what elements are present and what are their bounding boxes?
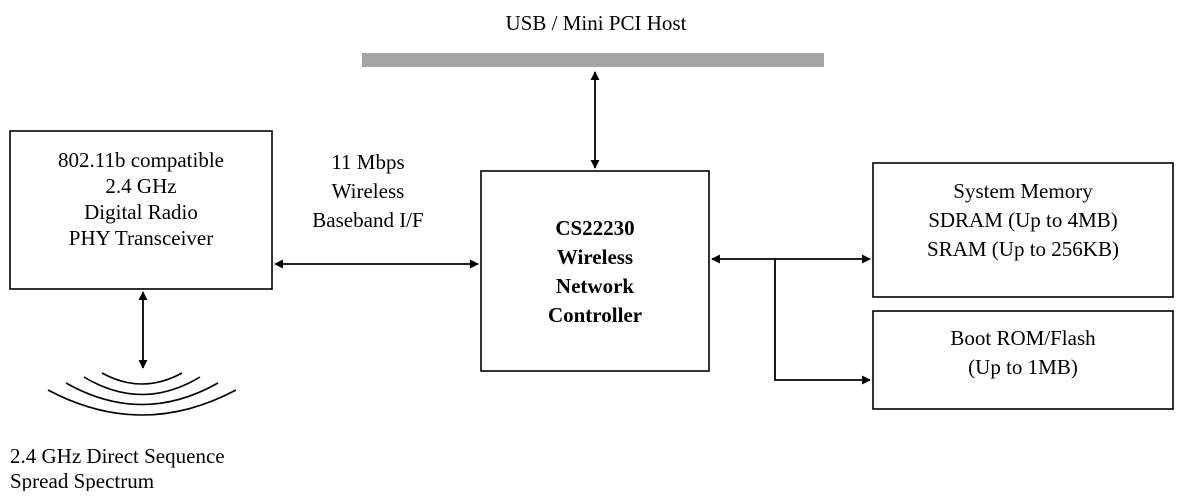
controller-line-3: Network	[556, 274, 634, 298]
antenna-caption-line-1: 2.4 GHz Direct Sequence	[10, 444, 225, 468]
controller-line-1: CS22230	[555, 216, 634, 240]
boot-line-2: (Up to 1MB)	[968, 355, 1078, 379]
phy-line-1: 802.11b compatible	[58, 148, 224, 172]
host-bus-label: USB / Mini PCI Host	[506, 11, 687, 35]
phy-line-3: Digital Radio	[84, 200, 198, 224]
system-memory-box	[872, 162, 1174, 298]
phy-line-2: 2.4 GHz	[105, 174, 176, 198]
host-bus-bar	[362, 53, 824, 67]
antenna-caption-line-2: Spread Spectrum	[10, 469, 154, 491]
controller-box	[480, 170, 710, 372]
radio-waves-icon	[47, 372, 237, 416]
controller-line-4: Controller	[548, 303, 642, 327]
memory-line-1: System Memory	[953, 179, 1093, 203]
memory-line-3: SRAM (Up to 256KB)	[927, 237, 1119, 261]
boot-branch-line	[774, 259, 871, 385]
phy-line-4: PHY Transceiver	[69, 226, 213, 250]
boot-rom-box	[872, 310, 1174, 410]
controller-line-2: Wireless	[557, 245, 633, 269]
phy-transceiver-box	[9, 130, 273, 290]
baseband-line-2: Wireless	[332, 179, 405, 203]
memory-line-2: SDRAM (Up to 4MB)	[928, 208, 1118, 232]
baseband-line-1: 11 Mbps	[331, 150, 404, 174]
baseband-line-3: Baseband I/F	[312, 208, 423, 232]
boot-line-1: Boot ROM/Flash	[950, 326, 1096, 350]
